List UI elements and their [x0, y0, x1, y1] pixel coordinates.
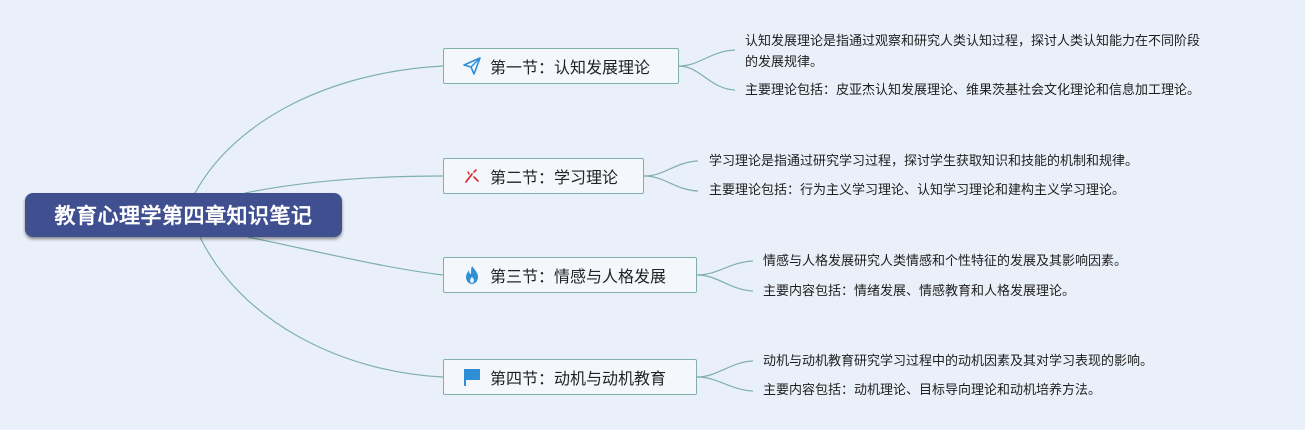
paper-plane-icon [462, 56, 482, 76]
flag-icon [462, 367, 482, 387]
branch-title: 第二节：学习理论 [490, 168, 619, 187]
link-branch-4-note-2 [696, 376, 754, 392]
branch-title: 第三节：情感与人格发展 [490, 267, 667, 286]
link-root-branch-4 [199, 236, 444, 378]
note-2-1: 学习理论是指通过研究学习过程，探讨学生获取知识和技能的机制和规律。 [709, 154, 1139, 169]
link-root-branch-2 [244, 175, 444, 194]
flame-icon [462, 265, 482, 285]
note-2-2: 主要理论包括：行为主义学习理论、认知学习理论和建构主义学习理论。 [709, 183, 1126, 198]
note-1-1: 认知发展理论是指通过观察和研究人类认知过程，探讨人类认知能力在不同阶段 [745, 34, 1201, 49]
link-branch-4-note-1 [696, 360, 754, 378]
link-branch-3-note-1 [696, 260, 754, 276]
link-branch-1-note-1 [678, 49, 736, 67]
note-4-2: 主要内容包括：动机理论、目标导向理论和动机培养方法。 [763, 383, 1102, 398]
note-4-1: 动机与动机教育研究学习过程中的动机因素及其对学习表现的影响。 [763, 354, 1154, 369]
link-branch-2-note-2 [643, 175, 699, 192]
link-branch-3-note-2 [696, 274, 754, 292]
branch-topic-2[interactable]: 第二节：学习理论 [443, 158, 644, 194]
link-branch-2-note-1 [643, 160, 699, 177]
branch-topic-3[interactable]: 第三节：情感与人格发展 [443, 257, 697, 293]
note-3-1: 情感与人格发展研究人类情感和个性特征的发展及其影响因素。 [763, 254, 1128, 269]
link-root-branch-3 [247, 236, 444, 276]
link-root-branch-1 [194, 65, 444, 194]
note-3-2: 主要内容包括：情绪发展、情感教育和人格发展理论。 [763, 284, 1076, 299]
root-topic[interactable]: 教育心理学第四章知识笔记 [25, 193, 342, 237]
link-branch-1-note-2 [678, 65, 736, 91]
note-1-3: 主要理论包括：皮亚杰认知发展理论、维果茨基社会文化理论和信息加工理论。 [745, 83, 1201, 98]
branch-topic-1[interactable]: 第一节：认知发展理论 [443, 48, 679, 84]
branch-title: 第四节：动机与动机教育 [490, 369, 667, 388]
note-1-2: 的发展规律。 [745, 55, 824, 70]
sparkle-icon [462, 166, 482, 186]
root-title: 教育心理学第四章知识笔记 [54, 204, 313, 228]
branch-topic-4[interactable]: 第四节：动机与动机教育 [443, 359, 697, 395]
branch-title: 第一节：认知发展理论 [490, 58, 651, 77]
